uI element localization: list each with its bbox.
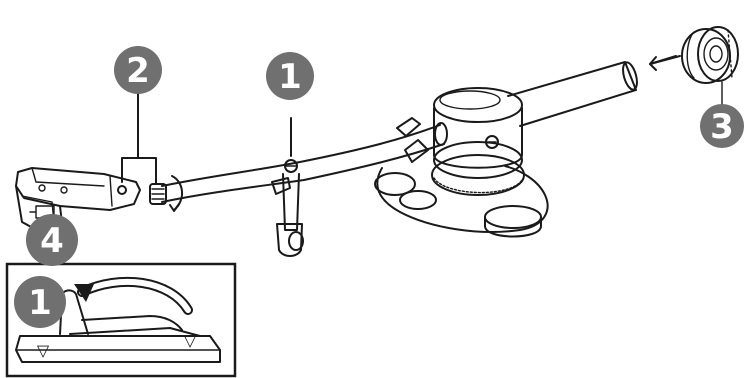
inset-callout-badge-1: 1 [14, 276, 66, 328]
inset-left-mark: ▽ [37, 341, 50, 360]
callout-badge-1: 1 [266, 52, 314, 100]
callout-badge-4: 4 [26, 214, 78, 266]
inset-right-mark: ▽ [184, 331, 197, 350]
inset-callout-1-number: 1 [28, 283, 52, 323]
callout-2-bracket [121, 89, 157, 185]
arm-rest [271, 117, 304, 257]
rear-arm [507, 61, 638, 127]
callout-2-number: 2 [126, 51, 150, 91]
attach-arrow [649, 55, 681, 71]
callout-1-number: 1 [278, 57, 302, 97]
counterweight [681, 26, 739, 84]
pivot-base [374, 87, 549, 238]
headshell-joint [149, 175, 183, 212]
callout-4-number: 4 [40, 221, 64, 261]
callout-badge-2: 2 [114, 46, 162, 94]
arm-tube [161, 122, 448, 203]
callout-3-number: 3 [710, 107, 734, 147]
callout-badge-3: 3 [700, 81, 744, 148]
